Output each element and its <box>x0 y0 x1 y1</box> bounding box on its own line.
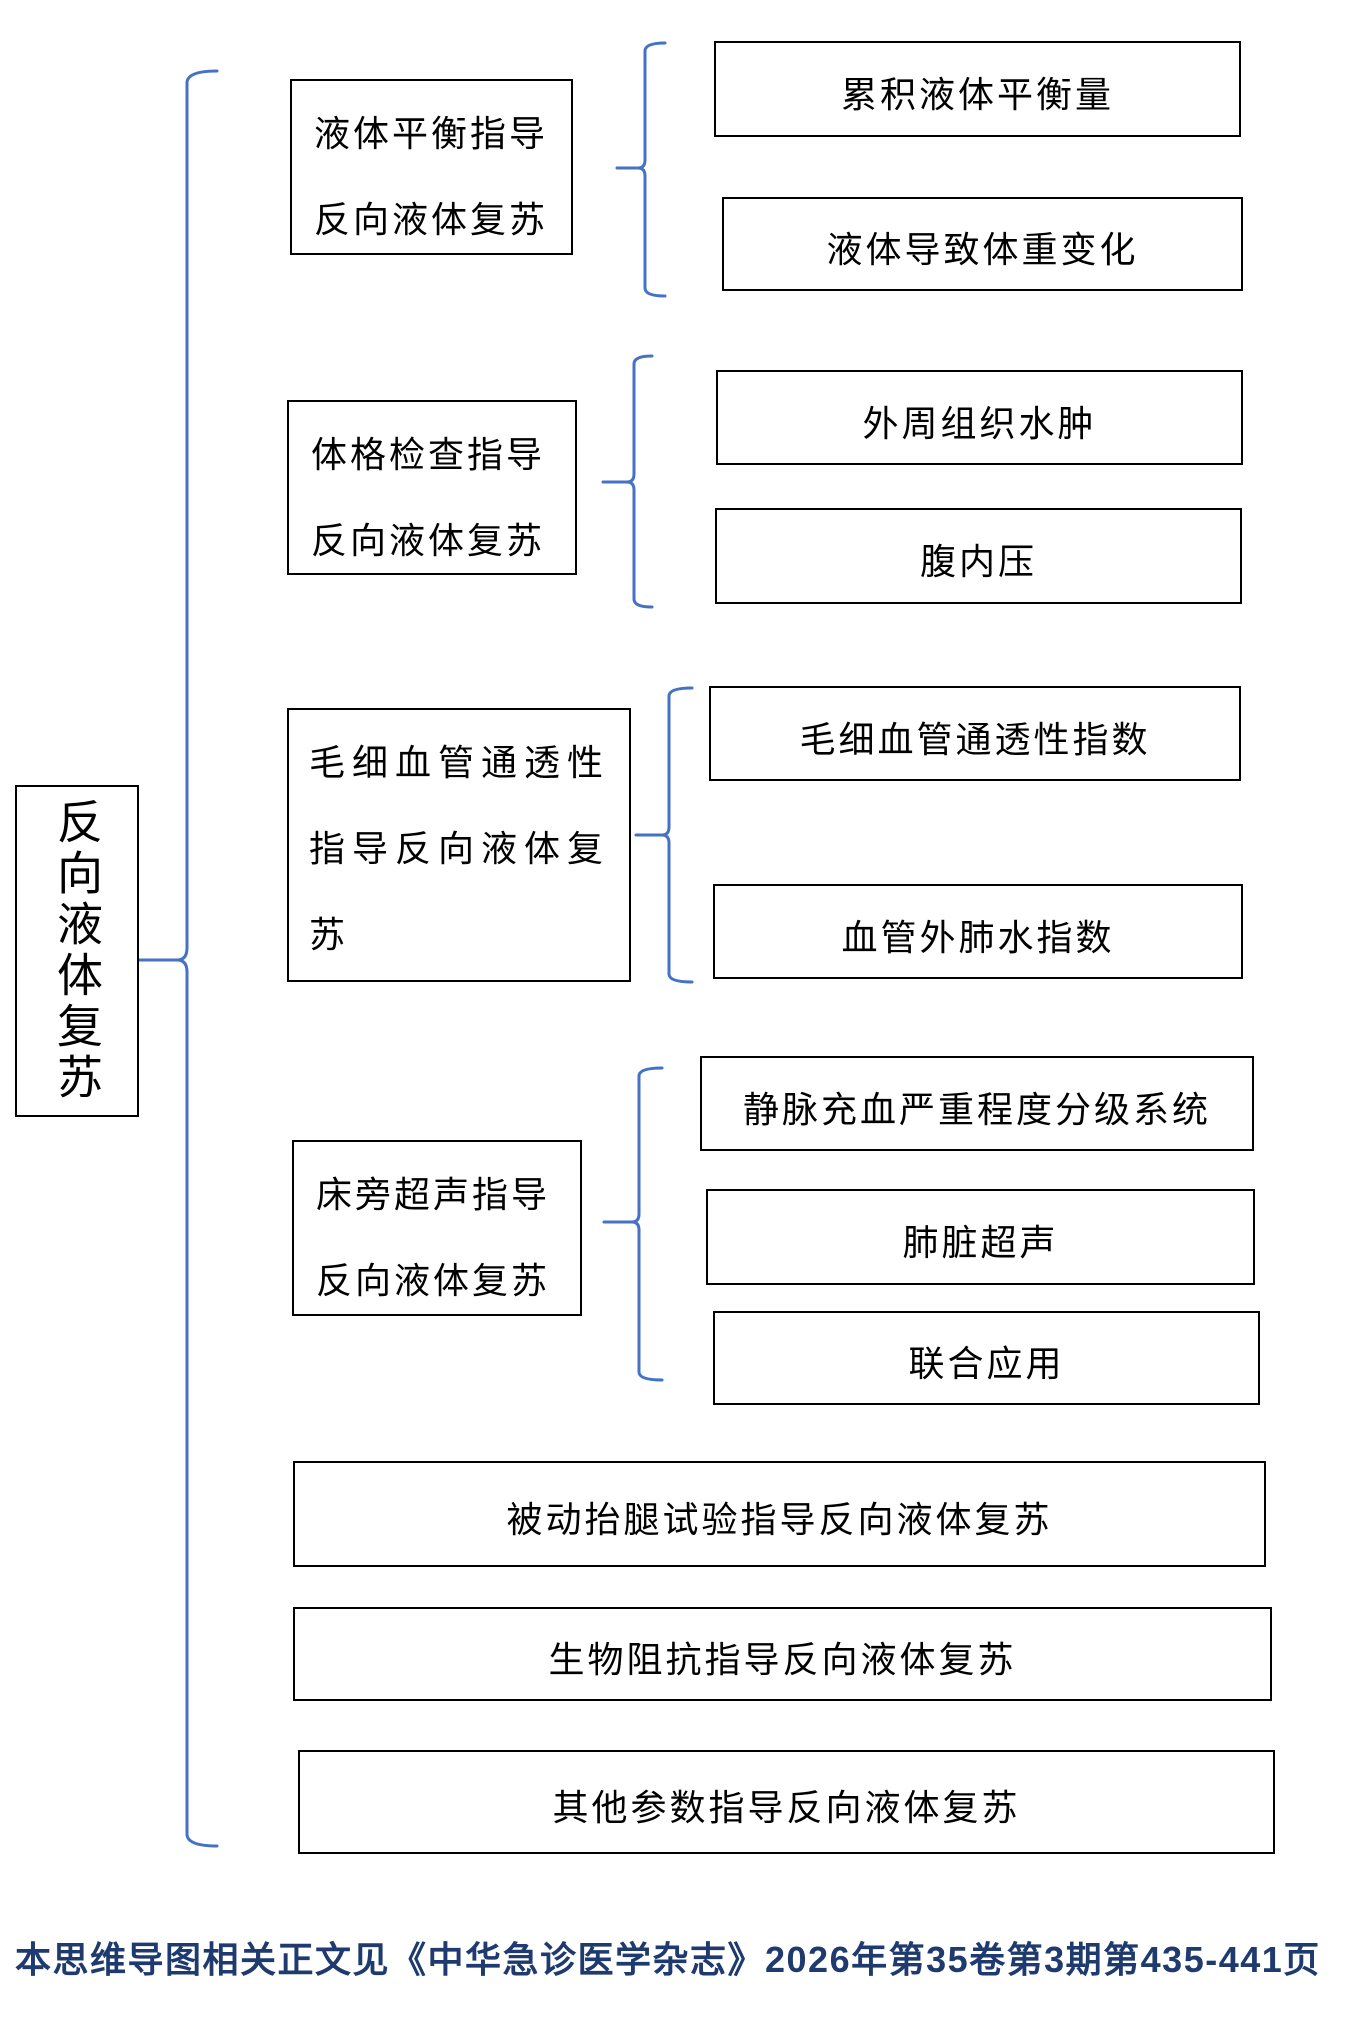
leaf-node-combined-use: 联合应用 <box>713 1311 1260 1405</box>
leaf-node-label: 毛细血管通透性指数 <box>799 719 1151 761</box>
leaf-node-fluid-weight-change: 液体导致体重变化 <box>722 197 1243 291</box>
branch-node-passive-leg-raise: 被动抬腿试验指导反向液体复苏 <box>293 1461 1266 1567</box>
branch-node-fluid-balance: 液体平衡指导 反向液体复苏 <box>290 79 573 255</box>
leaf-node-intra-abdominal-pressure: 腹内压 <box>715 508 1242 604</box>
leaf-node-label: 腹内压 <box>919 542 1037 583</box>
branch-node-line: 毛细血管通透性 <box>309 743 611 784</box>
leaf-node-label: 累积液体平衡量 <box>840 75 1114 116</box>
branch-4-bracket <box>630 1066 664 1382</box>
branch-node-physical-exam: 体格检查指导 反向液体复苏 <box>287 400 577 575</box>
branch-node-line: 床旁超声指导 <box>316 1175 551 1216</box>
branch-node-line: 反向液体复苏 <box>314 200 549 241</box>
branch-node-label: 被动抬腿试验指导反向液体复苏 <box>506 1500 1053 1541</box>
leaf-node-label: 血管外肺水指数 <box>841 917 1115 959</box>
source-note: 本思维导图相关正文见《中华急诊医学杂志》2026年第35卷第3期第435-441… <box>15 1939 1321 1980</box>
branch-node-line: 反向液体复苏 <box>311 521 546 562</box>
leaf-node-label: 液体导致体重变化 <box>826 230 1139 271</box>
leaf-node-label: 静脉充血严重程度分级系统 <box>742 1089 1211 1131</box>
leaf-node-label: 联合应用 <box>908 1344 1065 1385</box>
leaf-node-label: 肺脏超声 <box>902 1223 1059 1264</box>
branch-node-label: 其他参数指导反向液体复苏 <box>552 1788 1021 1829</box>
branch-node-other-parameters: 其他参数指导反向液体复苏 <box>298 1750 1275 1854</box>
branch-3-bracket <box>660 686 694 984</box>
branch-node-line: 反向液体复苏 <box>316 1261 551 1302</box>
branch-node-bioimpedance: 生物阻抗指导反向液体复苏 <box>293 1607 1272 1701</box>
branch-1-bracket <box>636 41 667 298</box>
branch-node-line: 苏 <box>309 915 353 956</box>
leaf-node-venous-congestion-grading: 静脉充血严重程度分级系统 <box>700 1056 1254 1151</box>
leaf-node-peripheral-edema: 外周组织水肿 <box>716 370 1243 465</box>
main-bracket <box>175 69 219 1848</box>
leaf-node-extravascular-lung-water-index: 血管外肺水指数 <box>713 884 1243 979</box>
branch-2-bracket <box>625 354 654 609</box>
branch-node-bedside-ultrasound: 床旁超声指导 反向液体复苏 <box>292 1140 582 1316</box>
branch-node-line: 体格检查指导 <box>311 435 546 476</box>
branch-node-line: 液体平衡指导 <box>314 114 549 155</box>
branch-node-label: 生物阻抗指导反向液体复苏 <box>548 1640 1017 1681</box>
root-label: 反向液体复苏 <box>50 798 104 1104</box>
branch-node-line: 指导反向液体复 <box>309 829 611 870</box>
root-node: 反向液体复苏 <box>15 785 139 1117</box>
leaf-node-cumulative-fluid-balance: 累积液体平衡量 <box>714 41 1241 137</box>
leaf-node-lung-ultrasound: 肺脏超声 <box>706 1189 1255 1285</box>
branch-node-capillary-permeability: 毛细血管通透性 指导反向液体复 苏 <box>287 708 631 982</box>
leaf-node-capillary-permeability-index: 毛细血管通透性指数 <box>709 686 1241 781</box>
leaf-node-label: 外周组织水肿 <box>862 403 1097 445</box>
